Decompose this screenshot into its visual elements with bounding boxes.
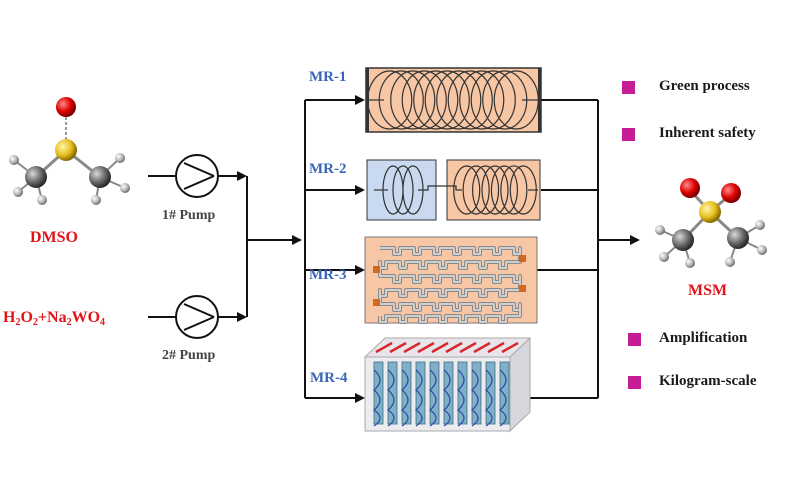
pump-1-icon [175,154,219,198]
feature-green-process: Green process [659,78,750,94]
mr-1-label: MR-1 [309,69,347,85]
pump-1-label: 1# Pump [162,208,216,223]
feature-amplification: Amplification [659,330,748,346]
mr-3-label: MR-3 [309,267,347,283]
formula-subscript: 2 [66,317,72,328]
feed-lines [148,171,302,322]
feature-marker-icon [628,333,641,346]
feature-inherent-safety: Inherent safety [659,125,756,141]
feature-marker-icon [622,128,635,141]
oxidant-label: H2O2+Na2WO4 [3,309,105,328]
pump-2-label: 2# Pump [162,348,216,363]
distribution-manifold [304,95,365,403]
pump-2-icon [175,295,219,339]
mr-1-reactor [365,67,542,133]
formula-part: H [3,309,16,326]
formula-part: +Na [37,309,67,326]
mr-3-reactor [364,236,538,324]
msm-molecule-icon [655,178,767,268]
formula-part: WO [71,309,101,326]
msm-label: MSM [688,282,728,299]
formula-subscript: 2 [15,317,21,328]
formula-subscript: 4 [100,317,106,328]
formula-subscript: 2 [32,317,38,328]
collection-manifold [530,99,640,399]
dmso-label: DMSO [30,229,78,246]
formula-part: O [20,309,33,326]
feature-marker-icon [622,81,635,94]
mr-2-reactor [366,159,541,221]
mr-2-label: MR-2 [309,161,347,177]
dmso-molecule-icon [9,97,130,205]
mr-4-label: MR-4 [310,370,348,386]
feature-kilogram-scale: Kilogram-scale [659,373,757,389]
feature-marker-icon [628,376,641,389]
mr-4-reactor [363,336,532,433]
